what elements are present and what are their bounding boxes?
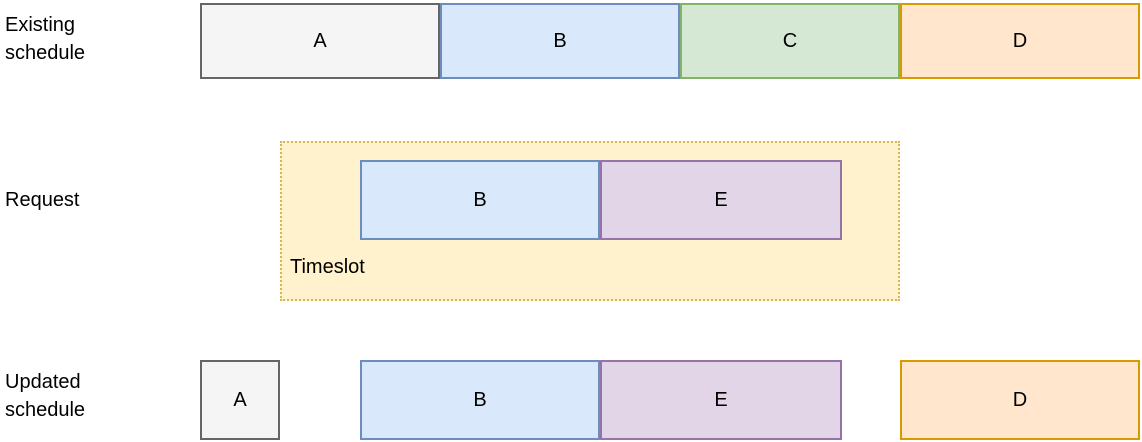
row-label-updated-schedule: Updated schedule bbox=[5, 371, 86, 421]
updated-task-e: E bbox=[600, 360, 842, 440]
timeslot-label: Timeslot bbox=[290, 256, 365, 278]
request-task-e: E bbox=[600, 160, 842, 240]
task-letter: E bbox=[714, 388, 728, 411]
existing-task-b: B bbox=[440, 3, 680, 79]
existing-task-a: A bbox=[200, 3, 440, 79]
updated-task-a: A bbox=[200, 360, 280, 440]
request-task-b: B bbox=[360, 160, 600, 240]
task-letter: C bbox=[782, 29, 798, 52]
updated-task-d: D bbox=[900, 360, 1140, 440]
task-letter: B bbox=[473, 388, 487, 411]
row-label-existing-schedule: Existing schedule bbox=[5, 14, 86, 64]
task-letter: A bbox=[233, 388, 247, 411]
task-letter: B bbox=[553, 29, 567, 52]
row-label-request: Request bbox=[5, 189, 80, 211]
task-letter: D bbox=[1012, 29, 1028, 52]
task-letter: B bbox=[473, 188, 487, 211]
task-letter: E bbox=[714, 188, 728, 211]
existing-task-d: D bbox=[900, 3, 1140, 79]
task-letter: D bbox=[1012, 388, 1028, 411]
task-letter: A bbox=[313, 29, 327, 52]
existing-task-c: C bbox=[680, 3, 900, 79]
updated-task-b: B bbox=[360, 360, 600, 440]
